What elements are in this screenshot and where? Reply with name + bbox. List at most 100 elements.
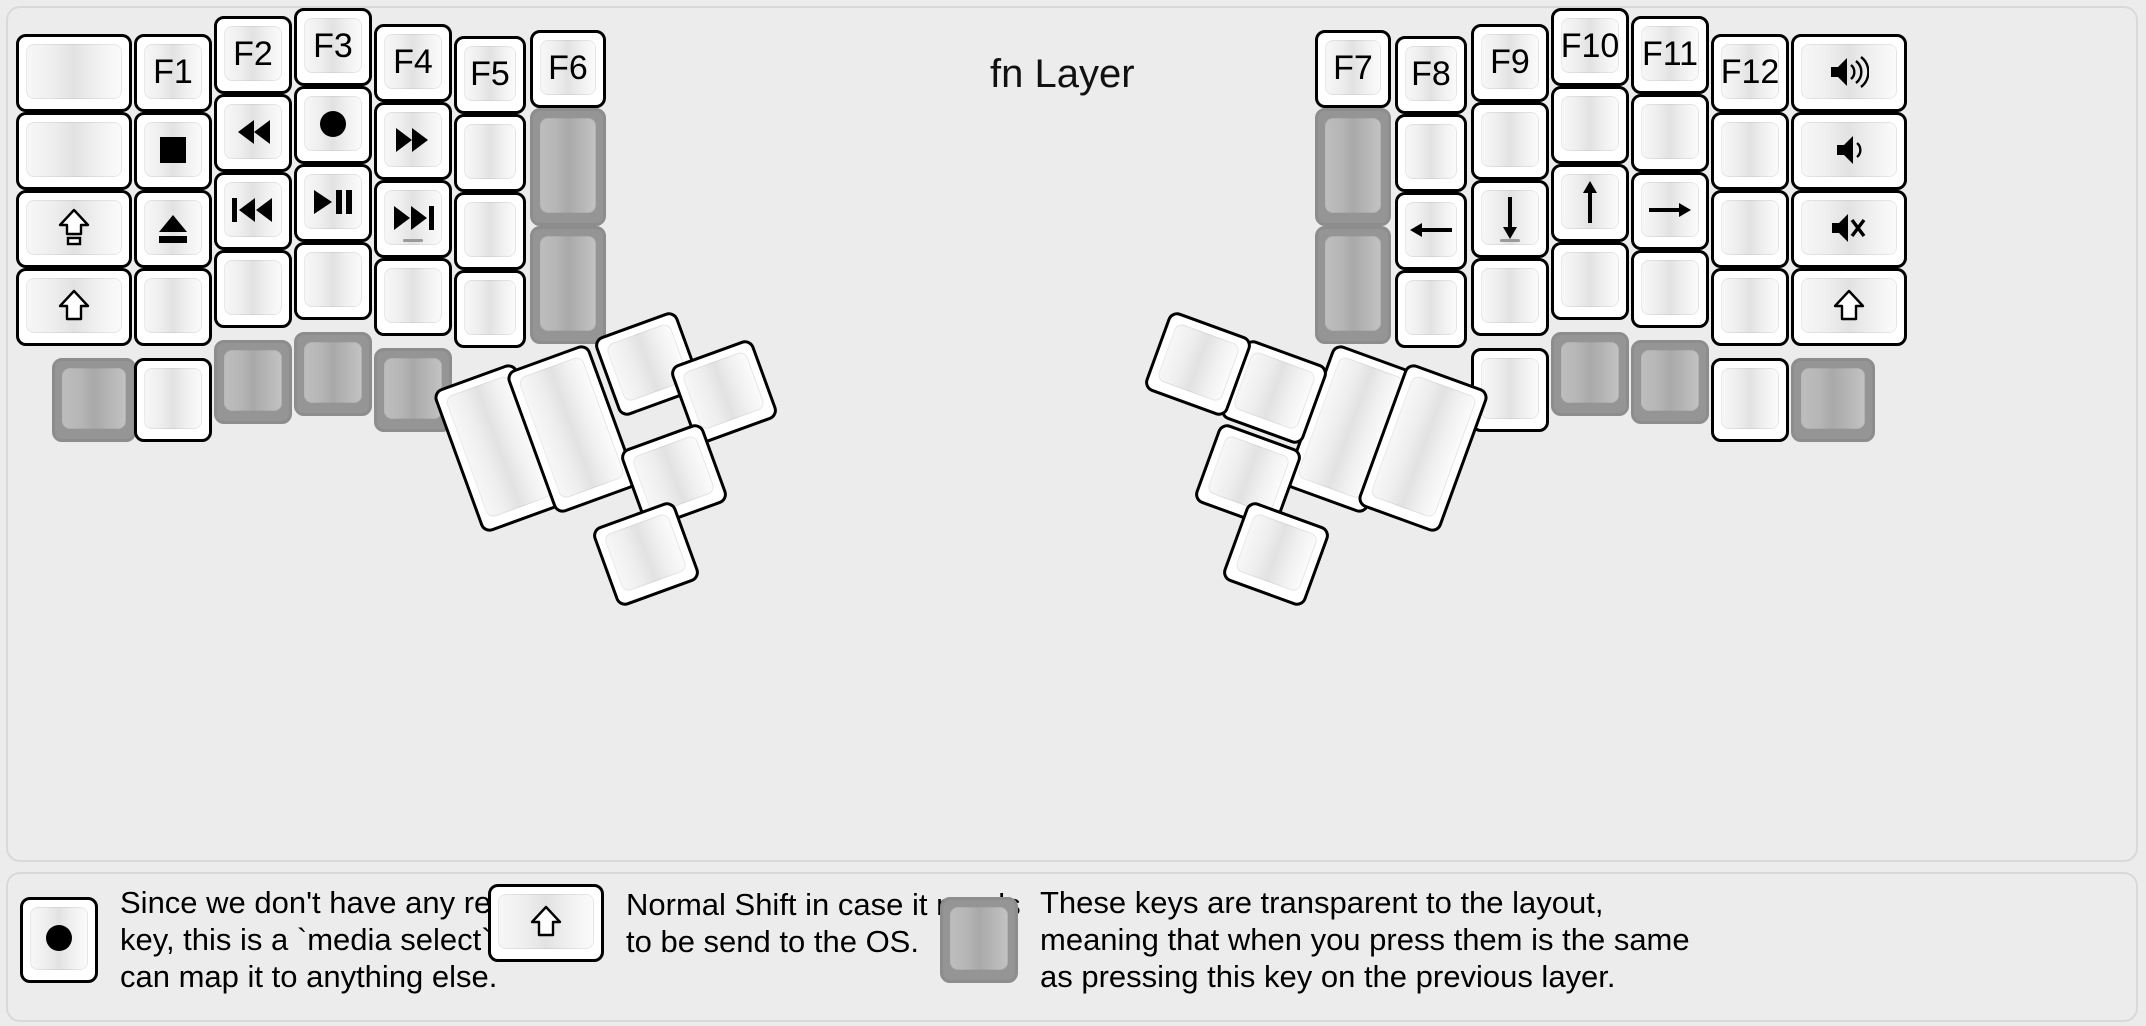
key-arrow-down-tick [1500, 239, 1520, 242]
key-f2-face: F2 [224, 26, 282, 81]
key-trans-left-bottom-2[interactable] [214, 340, 292, 424]
key-blank-r5-r1-face [1721, 122, 1779, 177]
key-trans-right-bottom-1[interactable] [1551, 332, 1629, 416]
key-media-rewind[interactable] [214, 94, 292, 172]
key-media-next-face [384, 190, 442, 245]
thumb-key-left-small-4-face [603, 512, 688, 593]
key-media-eject[interactable] [134, 190, 212, 268]
key-f10[interactable]: F10 [1551, 8, 1629, 86]
key-blank-l2-r3-face [224, 260, 282, 315]
key-media-fast-forward[interactable] [374, 102, 452, 180]
key-f12[interactable]: F12 [1711, 34, 1789, 112]
key-volume-down-face [1801, 122, 1897, 177]
key-blank-r1-r1-face [1405, 124, 1457, 179]
key-f3[interactable]: F3 [294, 8, 372, 86]
key-blank-left-bottom-1[interactable] [134, 358, 212, 442]
key-f9[interactable]: F9 [1471, 24, 1549, 102]
key-blank-r5-r2[interactable] [1711, 190, 1789, 268]
shift-icon [57, 289, 91, 322]
key-arrow-left[interactable] [1395, 192, 1467, 270]
key-arrow-down[interactable] [1471, 180, 1549, 258]
key-trans-left-bottom-3[interactable] [294, 332, 372, 416]
key-blank-r4-r1[interactable] [1631, 94, 1709, 172]
key-trans-right-bottom-4[interactable] [1791, 358, 1875, 442]
key-blank-r5-r1[interactable] [1711, 112, 1789, 190]
key-media-next[interactable] [374, 180, 452, 258]
legend-media-select-key[interactable] [20, 896, 98, 983]
key-blank-l1-r3[interactable] [134, 268, 212, 346]
next-track-icon [392, 204, 434, 232]
key-f5[interactable]: F5 [454, 36, 526, 114]
key-f1-face: F1 [144, 44, 202, 99]
key-trans-l6-r1[interactable] [530, 108, 606, 226]
key-trans-r0-r2-face [1325, 236, 1381, 331]
legend-normal-shift-key[interactable] [488, 884, 604, 962]
key-arrow-up[interactable] [1551, 164, 1629, 242]
key-trans-left-bottom-2-face [224, 350, 282, 411]
key-blank-l4-r3[interactable] [374, 258, 452, 336]
key-f8-label: F8 [1411, 54, 1451, 93]
key-blank-l5-r2[interactable] [454, 192, 526, 270]
key-media-next-tick [403, 239, 423, 242]
key-f4[interactable]: F4 [374, 24, 452, 102]
key-shift-left[interactable] [16, 268, 132, 346]
key-blank-l3-r3[interactable] [294, 242, 372, 320]
key-trans-l6-r2[interactable] [530, 226, 606, 344]
key-media-play-pause[interactable] [294, 164, 372, 242]
key-arrow-right[interactable] [1631, 172, 1709, 250]
key-media-prev-face [224, 182, 282, 237]
key-trans-left-bottom-0[interactable] [52, 358, 136, 442]
key-trans-left-bottom-4[interactable] [374, 348, 452, 432]
legend-transparent-keys-key[interactable] [940, 896, 1018, 983]
key-f6[interactable]: F6 [530, 30, 606, 108]
key-arrow-down-face [1481, 190, 1539, 245]
key-f1[interactable]: F1 [134, 34, 212, 112]
key-f2[interactable]: F2 [214, 16, 292, 94]
key-media-stop[interactable] [134, 112, 212, 190]
key-f7[interactable]: F7 [1315, 30, 1391, 108]
key-blank-r1-r3[interactable] [1395, 270, 1467, 348]
legend-transparent-keys-sample-key [940, 896, 1018, 983]
legend-transparent-keys: These keys are transparent to the layout… [940, 884, 1690, 996]
key-blank-l0-r0[interactable] [16, 34, 132, 112]
key-blank-right-bottom-3[interactable] [1711, 358, 1789, 442]
play-pause-icon [312, 188, 354, 216]
key-blank-l0-r1[interactable] [16, 112, 132, 190]
key-volume-up[interactable] [1791, 34, 1907, 112]
prev-track-icon [232, 196, 274, 224]
key-trans-r0-r2[interactable] [1315, 226, 1391, 344]
key-media-select-record[interactable] [294, 86, 372, 164]
key-trans-left-bottom-4-face [384, 358, 442, 419]
arrow-right-icon [1647, 196, 1693, 224]
key-blank-l2-r3[interactable] [214, 250, 292, 328]
key-trans-right-bottom-2[interactable] [1631, 340, 1709, 424]
key-blank-right-bottom-0-face [1481, 358, 1539, 419]
key-blank-r2-r1[interactable] [1471, 102, 1549, 180]
volume-down-icon [1835, 134, 1863, 166]
key-f2-label: F2 [233, 34, 273, 73]
key-blank-r1-r1[interactable] [1395, 114, 1467, 192]
key-caps-shift[interactable] [16, 190, 132, 268]
key-blank-r4-r3[interactable] [1631, 250, 1709, 328]
key-media-select-record-face [304, 96, 362, 151]
key-blank-r3-r1[interactable] [1551, 86, 1629, 164]
key-f3-face: F3 [304, 18, 362, 73]
key-volume-mute[interactable] [1791, 190, 1907, 268]
key-trans-r0-r1[interactable] [1315, 108, 1391, 226]
key-f8[interactable]: F8 [1395, 36, 1467, 114]
key-blank-r5-r3-face [1721, 278, 1779, 333]
key-f11[interactable]: F11 [1631, 16, 1709, 94]
key-shift-right[interactable] [1791, 268, 1907, 346]
key-arrow-right-face [1641, 182, 1699, 237]
key-blank-r3-r3[interactable] [1551, 242, 1629, 320]
key-caps-shift-face [26, 200, 122, 255]
key-blank-r5-r3[interactable] [1711, 268, 1789, 346]
key-media-prev[interactable] [214, 172, 292, 250]
stop-icon [157, 134, 189, 166]
key-blank-l5-r3[interactable] [454, 270, 526, 348]
key-volume-down[interactable] [1791, 112, 1907, 190]
caps-shift-icon [57, 208, 91, 247]
key-blank-r3-r1-face [1561, 96, 1619, 151]
key-blank-l5-r1[interactable] [454, 114, 526, 192]
key-blank-r2-r3[interactable] [1471, 258, 1549, 336]
